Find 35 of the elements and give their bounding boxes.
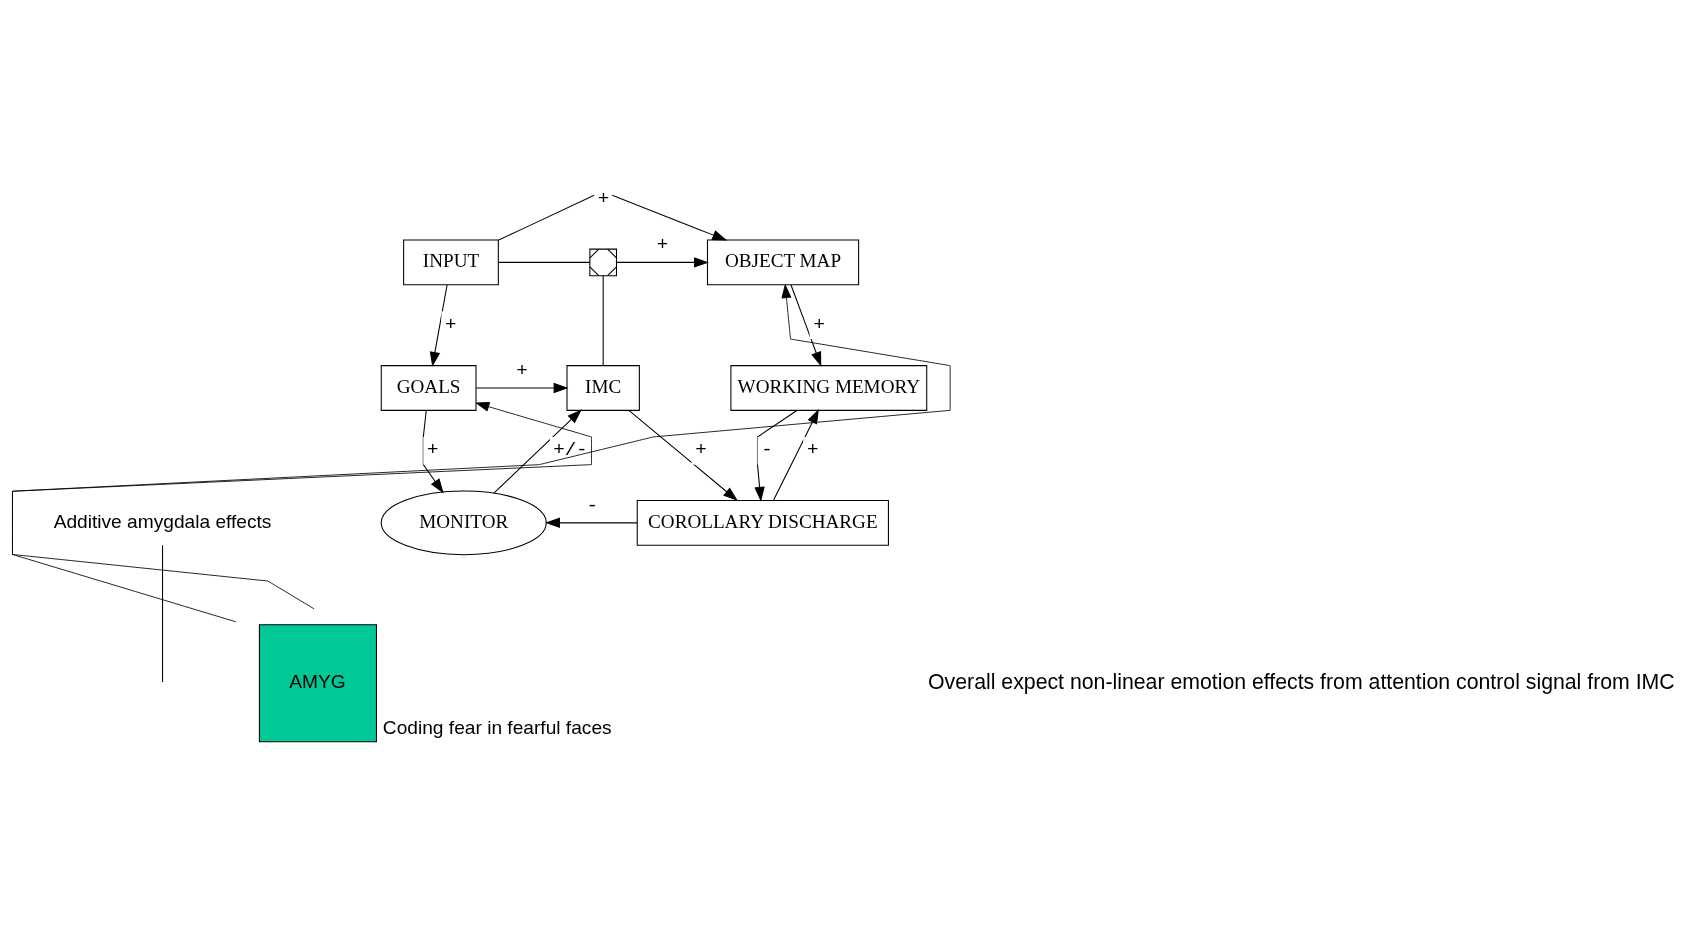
node-box: WORKING MEMORY	[730, 365, 928, 411]
edge-label: +	[807, 439, 819, 462]
node-box: IMC	[566, 365, 640, 411]
edge-label: +	[813, 313, 825, 336]
node-box: GOALS	[380, 365, 477, 411]
connector	[162, 544, 164, 683]
edge-label: -	[761, 439, 773, 462]
node-ellipse: MONITOR	[380, 490, 547, 556]
arrow	[475, 382, 569, 394]
arrow	[429, 284, 448, 367]
connector	[497, 261, 591, 263]
arrow	[628, 409, 738, 502]
node-box: OBJECT MAP	[706, 239, 860, 286]
edge-label: +	[427, 439, 439, 462]
edge-label: +	[445, 313, 457, 336]
edge-label: +	[656, 234, 669, 257]
edge-label: +/-	[553, 439, 588, 462]
arrow	[616, 257, 709, 268]
arrow	[12, 284, 951, 623]
arrow	[773, 408, 819, 501]
arrow	[493, 409, 582, 494]
edge-label: +	[597, 188, 610, 211]
edge-label: +	[695, 439, 707, 462]
node-text: Additive amygdala effects	[53, 510, 272, 532]
arrow	[754, 409, 798, 502]
connector	[602, 275, 604, 366]
arrow	[545, 517, 638, 529]
node-box: INPUT	[403, 239, 499, 286]
node-label: Coding fear in fearful faces	[382, 716, 612, 738]
arrow	[498, 194, 728, 241]
node-box: COROLLARY DISCHARGE	[636, 499, 889, 546]
edge-label: +	[516, 359, 528, 382]
arrow	[790, 284, 822, 367]
edge-label: -	[586, 494, 599, 517]
label: Overall expect non-linear emotion effects from attention control signal from IMC	[928, 669, 1675, 694]
